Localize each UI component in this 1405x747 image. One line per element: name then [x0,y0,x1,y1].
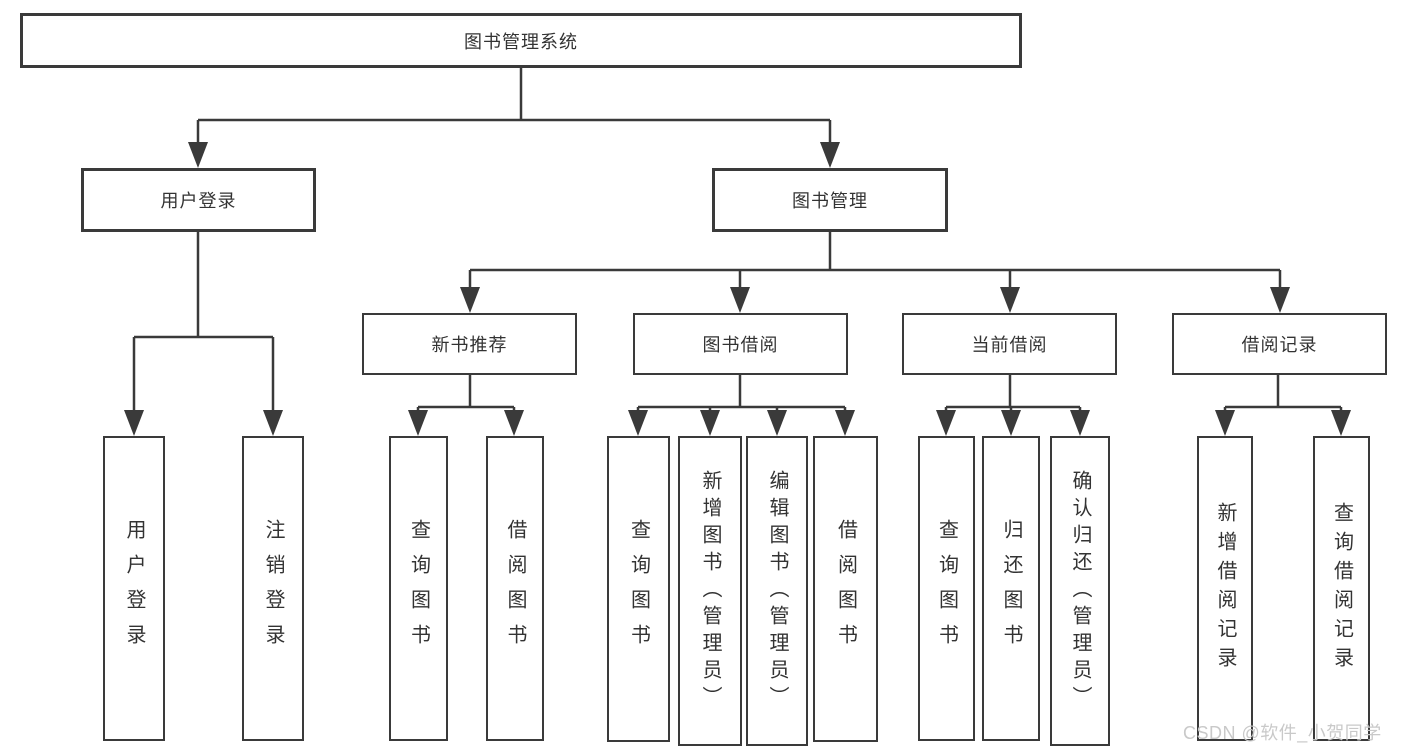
leaf-label: 归还图书 [1000,518,1022,659]
arrow-down-icon [263,410,283,436]
node-label: 借阅记录 [1241,335,1318,355]
arrow-down-icon [124,410,144,436]
arrow-down-icon [1215,410,1235,436]
connector-borrow-record-to-leaves [1223,375,1343,418]
connector-book-borrow-to-leaves [636,375,847,418]
arrow-down-icon [504,410,524,436]
leaf-label: 编辑图书（管理员） [766,469,788,713]
leaf-query-books-borrow: 查询图书 [607,436,670,742]
arrow-down-icon [835,410,855,436]
leaf-label: 查询图书 [935,518,958,659]
leaf-logout: 注销登录 [242,436,304,741]
leaf-label: 注销登录 [262,518,284,659]
arrow-down-icon [1070,410,1090,436]
leaf-label: 新增借阅记录 [1214,501,1236,676]
node-new-book-recommend: 新书推荐 [362,313,577,375]
node-label: 图书管理 [792,191,868,211]
arrow-down-icon [767,410,787,436]
connector-book-mgmt-to-modules [468,232,1282,292]
arrow-down-icon [936,410,956,436]
node-user-login: 用户登录 [81,168,316,232]
arrow-down-icon [730,287,750,313]
leaf-label: 查询图书 [627,519,650,659]
connector-new-book-to-leaves [416,375,516,418]
leaf-label: 用户登录 [123,518,145,659]
leaf-add-borrow-record: 新增借阅记录 [1197,436,1253,741]
arrow-down-icon [628,410,648,436]
leaf-query-books-recommend: 查询图书 [389,436,448,741]
leaf-label: 确认归还（管理员） [1069,469,1091,713]
arrow-down-icon [1331,410,1351,436]
leaf-label: 查询借阅记录 [1330,501,1353,676]
node-current-borrow: 当前借阅 [902,313,1117,375]
node-book-borrow: 图书借阅 [633,313,848,375]
leaf-label: 借阅图书 [834,519,857,659]
node-label: 当前借阅 [971,335,1048,355]
leaf-borrow-books-recommend: 借阅图书 [486,436,544,741]
node-root-system: 图书管理系统 [20,13,1022,68]
leaf-label: 查询图书 [407,518,430,659]
leaf-borrow-books: 借阅图书 [813,436,878,742]
node-borrow-record: 借阅记录 [1172,313,1387,375]
leaf-query-books-current: 查询图书 [918,436,975,741]
leaf-edit-book-admin: 编辑图书（管理员） [746,436,808,746]
leaf-confirm-return-admin: 确认归还（管理员） [1050,436,1110,746]
node-label: 图书借阅 [702,335,779,355]
arrow-down-icon [408,410,428,436]
connector-root-to-branches [196,68,832,148]
arrow-down-icon [188,142,208,168]
arrow-down-icon [700,410,720,436]
arrow-down-icon [1001,410,1021,436]
leaf-query-borrow-record: 查询借阅记录 [1313,436,1370,741]
csdn-watermark: CSDN @软件_小贺同学 [1183,723,1382,743]
leaf-add-book-admin: 新增图书（管理员） [678,436,742,746]
leaf-label: 借阅图书 [504,518,526,659]
leaf-label: 新增图书（管理员） [699,469,721,713]
arrow-down-icon [1000,287,1020,313]
node-label: 用户登录 [160,191,237,211]
node-label: 新书推荐 [431,335,508,355]
leaf-return-book: 归还图书 [982,436,1040,741]
connector-user-login-to-leaves [132,232,275,416]
leaf-user-login: 用户登录 [103,436,165,741]
node-book-management: 图书管理 [712,168,948,232]
arrow-down-icon [820,142,840,168]
node-label: 图书管理系统 [464,31,578,52]
arrow-down-icon [460,287,480,313]
arrow-down-icon [1270,287,1290,313]
